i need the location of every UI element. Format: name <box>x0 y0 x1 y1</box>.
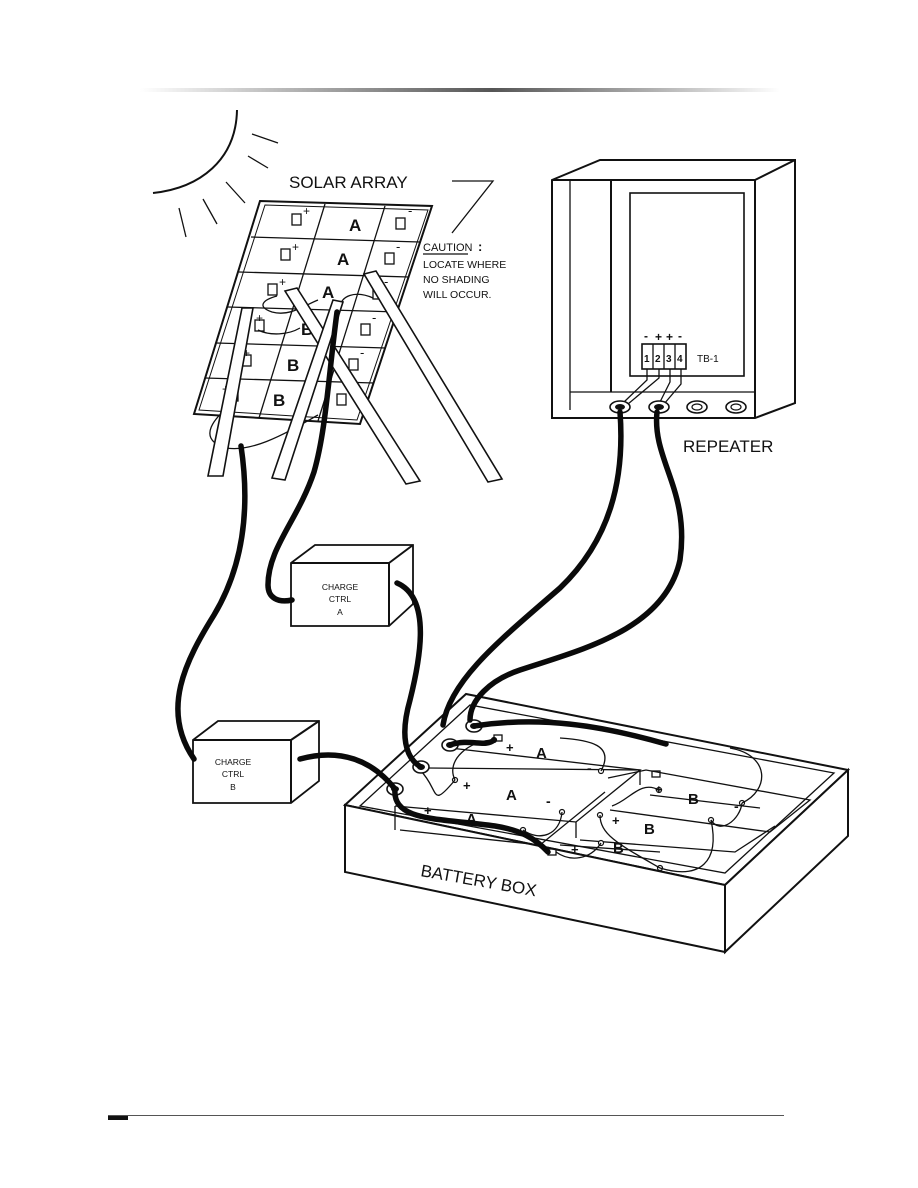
header-rule <box>140 88 780 92</box>
svg-text:+: + <box>666 330 673 344</box>
caution-note: CAUTION : LOCATE WHERE NO SHADING WILL O… <box>423 180 506 301</box>
svg-text:+: + <box>303 204 310 218</box>
svg-text:+: + <box>292 240 299 254</box>
cable-ctrl-a-to-battery <box>394 580 424 770</box>
cable-in-box-top <box>471 719 669 747</box>
svg-text:2: 2 <box>655 354 661 365</box>
solar-support-leg <box>283 287 422 485</box>
svg-text:+: + <box>506 740 514 755</box>
svg-text:CHARGE: CHARGE <box>322 582 359 592</box>
heavy-cables <box>175 309 685 855</box>
caution-colon: : <box>478 239 482 254</box>
svg-text:-: - <box>408 203 412 218</box>
svg-text:A: A <box>466 811 477 828</box>
sun-icon <box>152 109 279 238</box>
svg-text:+: + <box>279 275 286 289</box>
cable-in-box-middle <box>447 737 497 748</box>
svg-text:-: - <box>678 329 682 343</box>
solar-support-leg <box>362 270 504 483</box>
svg-text:-: - <box>360 345 364 360</box>
svg-text:4: 4 <box>677 354 683 365</box>
charge-controller-b: CHARGE CTRL B <box>192 720 320 804</box>
cable-solar-to-ctrl-b <box>175 443 248 762</box>
svg-text:B: B <box>613 840 624 857</box>
solar-array: SOLAR ARRAY <box>192 173 504 485</box>
battery-labels: A A A B B B <box>466 745 699 857</box>
svg-text:B: B <box>688 791 699 808</box>
cable-repeater-to-battery-1 <box>440 409 624 728</box>
solar-array-title: SOLAR ARRAY <box>289 173 408 192</box>
svg-text:CTRL: CTRL <box>329 594 351 604</box>
svg-text:+: + <box>463 778 471 793</box>
svg-text:-: - <box>546 793 551 809</box>
svg-text:-: - <box>396 239 400 254</box>
svg-text:CHARGE: CHARGE <box>215 757 252 767</box>
cable-in-box-front <box>392 786 551 855</box>
footer-rule <box>108 1115 784 1116</box>
svg-text:CTRL: CTRL <box>222 769 244 779</box>
svg-text:-: - <box>644 329 648 343</box>
svg-text:B: B <box>230 782 236 792</box>
svg-text:+: + <box>612 813 620 828</box>
svg-text:-: - <box>587 760 592 776</box>
svg-text:A: A <box>536 745 547 762</box>
battery-box: A A A B B B + + + + + + - - - <box>342 692 851 955</box>
solar-support-leg <box>207 307 254 477</box>
svg-text:+: + <box>256 311 263 325</box>
solar-support-leg <box>270 299 345 481</box>
caution-line-1: LOCATE WHERE <box>423 259 506 271</box>
svg-text:A: A <box>506 787 517 804</box>
svg-text:-: - <box>734 798 739 814</box>
repeater-title: REPEATER <box>683 437 773 456</box>
charge-controller-a: CHARGE CTRL A <box>290 544 414 627</box>
svg-text:-: - <box>384 274 388 289</box>
terminal-block-tb1: 1 2 3 4 - + + - TB-1 <box>641 329 719 370</box>
footer-mark <box>108 1116 128 1120</box>
svg-text:B: B <box>287 356 299 375</box>
svg-text:+: + <box>243 346 250 360</box>
caution-heading: CAUTION <box>423 242 473 254</box>
terminal-block-label: TB-1 <box>697 354 719 365</box>
svg-text:+: + <box>571 842 579 857</box>
svg-text:B: B <box>644 821 655 838</box>
svg-text:A: A <box>337 250 349 269</box>
caution-line-3: WILL OCCUR. <box>423 289 491 301</box>
svg-text:+: + <box>655 330 662 344</box>
repeater-enclosure: 1 2 3 4 - + + - TB-1 REPEATER <box>551 159 796 456</box>
svg-text:3: 3 <box>666 354 672 365</box>
svg-text:A: A <box>349 216 361 235</box>
solar-panel-labels: A A A B B B <box>273 216 361 410</box>
cable-repeater-to-battery-2 <box>467 409 685 723</box>
svg-text:+: + <box>424 803 432 818</box>
svg-text:1: 1 <box>644 354 650 365</box>
svg-text:A: A <box>322 283 334 302</box>
cable-solar-to-ctrl-a <box>265 309 340 604</box>
cable-ctrl-b-to-battery <box>297 752 398 792</box>
svg-text:B: B <box>273 391 285 410</box>
caution-line-2: NO SHADING <box>423 274 490 286</box>
svg-text:A: A <box>337 607 343 617</box>
repeater-bulkhead-fittings <box>609 400 747 414</box>
svg-text:-: - <box>372 310 376 325</box>
